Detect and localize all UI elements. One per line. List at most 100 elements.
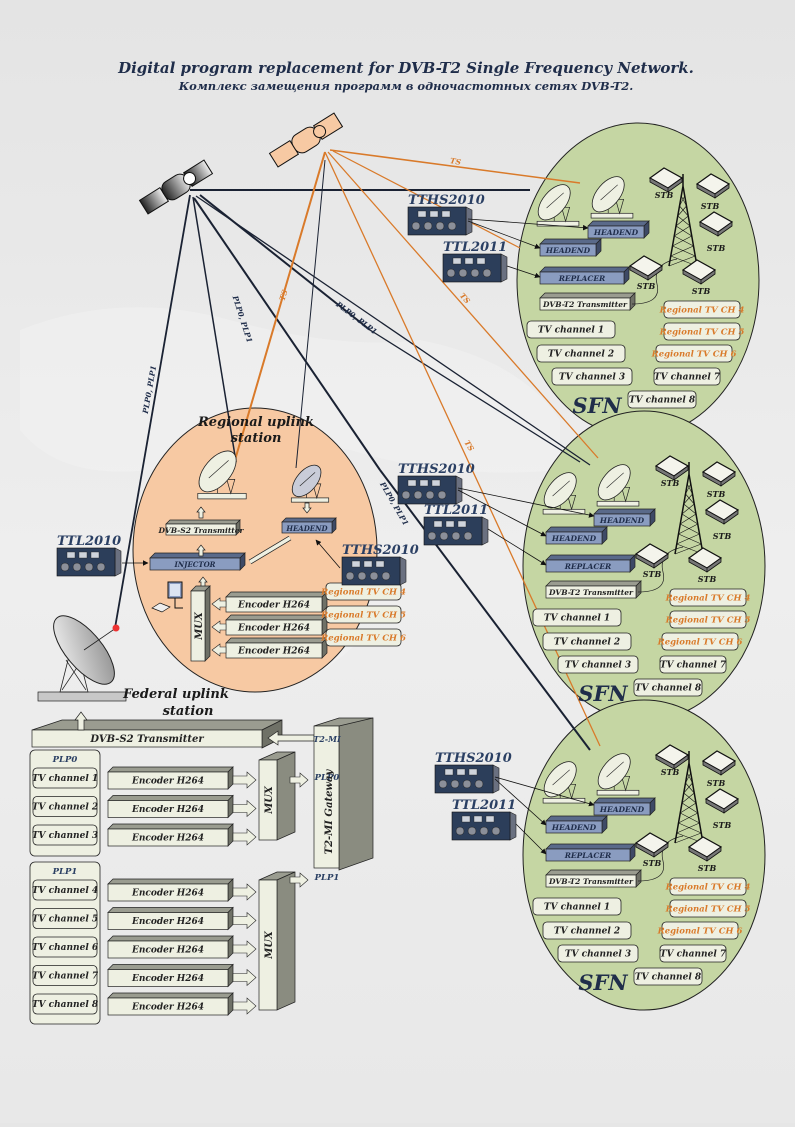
regional-station-title-1: Regional uplink — [197, 415, 314, 430]
encoder-box: Encoder H264 — [225, 637, 328, 659]
federal-mux: MUX — [258, 871, 296, 1011]
svg-text:DVB-T2 Transmitter: DVB-T2 Transmitter — [542, 300, 628, 309]
sfn-label: SFN — [578, 970, 628, 995]
up-arrow-icon — [74, 711, 88, 731]
stb-icon — [628, 255, 664, 281]
stb-icon — [654, 455, 690, 481]
stb-icon — [681, 259, 717, 285]
sfn-dish-icon — [542, 472, 586, 515]
federal-to-sfn2-line — [195, 195, 591, 466]
ts-label-regional: TS — [278, 288, 290, 302]
encoder-box: Encoder H264 — [225, 614, 328, 636]
regional-channel-item: Regional TV CH 6 — [657, 632, 742, 651]
regional-channel-item: Regional TV CH 6 — [657, 921, 743, 940]
regional-headend-downlink — [295, 159, 326, 469]
svg-text:Regional TV CH 5: Regional TV CH 5 — [320, 611, 406, 621]
svg-text:DVB-T2 Transmitter: DVB-T2 Transmitter — [548, 588, 634, 597]
svg-text:Regional TV CH 4: Regional TV CH 4 — [320, 588, 406, 598]
arrow-icon — [232, 828, 257, 846]
svg-text:TV channel 8: TV channel 8 — [635, 973, 702, 983]
tths2010-device: TTHS2010 — [397, 462, 475, 505]
svg-text:TV channel 7: TV channel 7 — [654, 373, 721, 383]
tower-icon — [674, 751, 704, 844]
stb-icon — [634, 832, 670, 858]
ts-label-sfn1: TS — [449, 156, 462, 167]
tv-channel-item: TV channel 3 — [32, 824, 98, 846]
encoder-box: Encoder H264 — [107, 878, 234, 902]
federal-station-title-2: station — [163, 704, 214, 719]
svg-text:Regional TV CH 4: Regional TV CH 4 — [665, 594, 751, 604]
stb-label: STB — [707, 243, 726, 253]
svg-text:Regional TV CH 4: Regional TV CH 4 — [665, 883, 751, 893]
svg-text:TV channel 7: TV channel 7 — [660, 661, 727, 671]
stb-icon — [687, 547, 723, 573]
encoder-box: Encoder H264 — [107, 823, 234, 847]
svg-text:HEADEND: HEADEND — [551, 534, 597, 543]
regional-dish-icon — [197, 450, 247, 500]
sfn-replacer: REPLACER — [545, 554, 636, 573]
stb-icon — [648, 167, 684, 193]
arrow-icon — [232, 997, 257, 1015]
tv-channel-item: TV channel 7 — [653, 367, 721, 386]
gateway-port-plp0: PLP0 — [314, 773, 340, 783]
svg-text:Regional TV CH 4: Regional TV CH 4 — [659, 306, 745, 316]
stb-label: STB — [707, 489, 726, 499]
stb-label: STB — [643, 858, 662, 868]
federal-to-regional-line — [192, 196, 237, 463]
plp0-arrow-icon — [289, 772, 309, 788]
federal-plp-line-right — [199, 194, 371, 331]
svg-text:DVB-T2 Transmitter: DVB-T2 Transmitter — [548, 877, 634, 886]
ttl2011-device: TTL2011 — [442, 240, 508, 283]
svg-text:HEADEND: HEADEND — [599, 516, 645, 525]
federal-mux: MUX — [258, 751, 296, 841]
svg-text:DVB-S2 Transmitter: DVB-S2 Transmitter — [158, 526, 245, 535]
stb-icon — [704, 788, 740, 814]
encoder-box: Encoder H264 — [107, 766, 234, 790]
sfn-dish-icon — [590, 176, 634, 219]
svg-text:TV channel 1: TV channel 1 — [544, 903, 610, 913]
regional-mux: MUX — [190, 585, 211, 662]
regional-channel-item: Regional TV CH 4 — [665, 877, 751, 896]
svg-text:Regional TV CH 6: Regional TV CH 6 — [657, 927, 743, 937]
computer-icon — [151, 581, 183, 613]
svg-text:Encoder H264: Encoder H264 — [131, 805, 204, 815]
sfn-dvbt2-transmitter: DVB-T2 Transmitter — [545, 869, 642, 888]
svg-text:TV channel 8: TV channel 8 — [32, 1000, 99, 1010]
tv-channel-item: TV channel 4 — [32, 879, 98, 901]
svg-text:TV channel 1: TV channel 1 — [538, 326, 604, 336]
svg-text:HEADEND: HEADEND — [593, 228, 639, 237]
device-label: TTHS2010 — [435, 751, 512, 766]
svg-text:Encoder H264: Encoder H264 — [131, 889, 204, 899]
tower-icon — [674, 462, 704, 555]
arrow-icon — [232, 968, 257, 987]
regional-satellite-icon — [268, 112, 344, 168]
svg-text:REPLACER: REPLACER — [564, 562, 612, 571]
federal-dish-icon — [37, 615, 127, 702]
tv-channel-item: TV channel 3 — [557, 655, 639, 674]
stb-label: STB — [698, 574, 717, 584]
antenna-cable — [637, 546, 684, 593]
arrow-icon — [211, 643, 227, 657]
regional-station-title-2: station — [231, 431, 282, 446]
arrow-icon — [232, 799, 257, 818]
device-label: TTHS2010 — [408, 193, 485, 208]
svg-text:Regional TV CH 6: Regional TV CH 6 — [651, 350, 737, 360]
svg-text:Regional TV CH 6: Regional TV CH 6 — [320, 634, 406, 644]
device-label: TTL2011 — [443, 240, 507, 255]
svg-text:TV channel 2: TV channel 2 — [32, 803, 98, 813]
stb-label: STB — [661, 767, 680, 777]
sfn-label: SFN — [572, 393, 622, 418]
tv-channel-item: TV channel 6 — [32, 936, 99, 958]
svg-text:TV channel 1: TV channel 1 — [544, 614, 610, 624]
regional-channel-item: Regional TV CH 5 — [659, 322, 744, 341]
device-label: TTL2010 — [57, 534, 121, 549]
svg-text:TV channel 3: TV channel 3 — [32, 831, 98, 841]
encoder-box: Encoder H264 — [225, 591, 328, 613]
plp1-arrow-icon — [289, 872, 309, 888]
page-title: Digital program replacement for DVB-T2 S… — [117, 59, 694, 77]
sfn-headend-top: HEADEND — [587, 220, 650, 239]
encoder-box: Encoder H264 — [107, 992, 234, 1016]
svg-text:TV channel 2: TV channel 2 — [554, 638, 620, 648]
